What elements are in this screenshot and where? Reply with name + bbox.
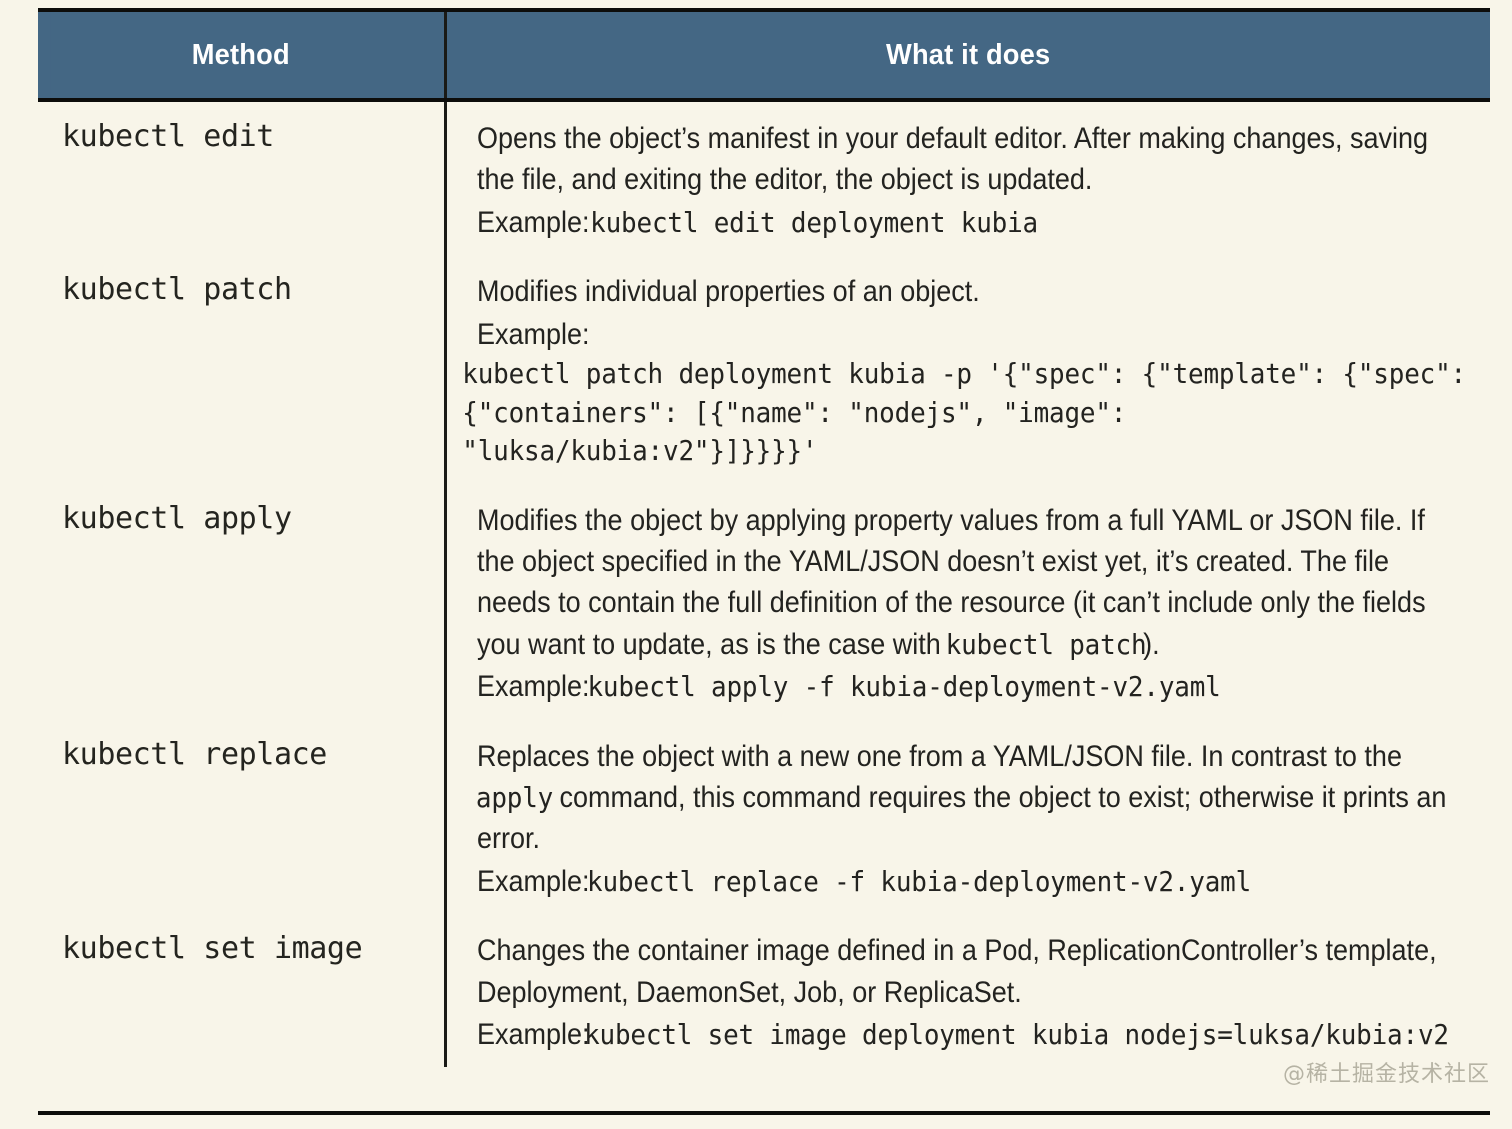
description-text: Modifies the object by applying property…	[477, 500, 1460, 708]
table-row: kubectl patch Modifies individual propert…	[38, 255, 1490, 484]
method-cell: kubectl patch	[38, 255, 447, 484]
example-label: Example:	[476, 670, 597, 704]
method-name: kubectl edit	[62, 119, 274, 154]
table-header: Method What it does	[38, 8, 1490, 102]
method-name: kubectl replace	[62, 736, 327, 772]
method-cell: kubectl apply	[38, 483, 447, 720]
text-run: Changes the container image defined in a…	[476, 934, 1437, 1009]
example-line: Example: kubectl patch deployment kubia …	[462, 314, 1466, 472]
inline-code: kubectl patch	[944, 627, 1146, 661]
description-cell: Replaces the object with a new one from …	[445, 719, 1490, 915]
description-cell: Changes the container image defined in a…	[445, 914, 1490, 1068]
example-line: Example: kubectl replace -f kubia-deploy…	[477, 861, 1460, 902]
description-line: Modifies the object by applying property…	[477, 500, 1460, 666]
method-name: kubectl apply	[62, 500, 292, 536]
kubectl-methods-table: Method What it does kubectl edit Opens th…	[38, 8, 1490, 1068]
text-run: Opens the object’s manifest in your defa…	[476, 122, 1428, 197]
table-row: kubectl set image Changes the container i…	[38, 914, 1490, 1068]
example-line: Example: kubectl edit deployment kubia	[477, 202, 1460, 243]
text-run: Modifies individual properties of an obj…	[476, 275, 980, 309]
description-cell: Opens the object’s manifest in your defa…	[445, 100, 1490, 256]
example-line: Example: kubectl apply -f kubia-deployme…	[477, 666, 1460, 707]
example-label: Example:	[476, 1017, 597, 1051]
example-line: Example: kubectl set image deployment ku…	[477, 1014, 1460, 1055]
text-run: Modifies the object by applying property…	[476, 503, 1426, 661]
table-row: kubectl replace Replaces the object with …	[38, 719, 1490, 915]
table-body: kubectl edit Opens the object’s manifest …	[38, 100, 1490, 1068]
text-run: command, this command requires the objec…	[476, 780, 1446, 856]
table-row: kubectl edit Opens the object’s manifest …	[38, 100, 1490, 256]
kubectl-methods-table-wrapper: Method What it does kubectl edit Opens th…	[38, 8, 1490, 1068]
description-cell: Modifies individual properties of an obj…	[445, 255, 1490, 484]
description-line: Opens the object’s manifest in your defa…	[477, 118, 1460, 201]
method-name: kubectl patch	[62, 272, 292, 308]
example-command: kubectl set image deployment kubia nodej…	[583, 1017, 1449, 1051]
method-cell: kubectl replace	[38, 719, 447, 915]
example-label: Example:	[476, 205, 597, 239]
text-run: Replaces the object with a new one from …	[476, 739, 1402, 773]
description-text: Opens the object’s manifest in your defa…	[477, 118, 1460, 243]
description-line: Changes the container image defined in a…	[477, 930, 1460, 1013]
example-label: Example:	[476, 317, 590, 351]
example-command: kubectl edit deployment kubia	[590, 205, 1038, 239]
method-cell: kubectl edit	[38, 100, 447, 256]
description-line: Modifies individual properties of an obj…	[477, 271, 1460, 312]
watermark: @稀土掘金技术社区	[1282, 1062, 1490, 1087]
description-cell: Modifies the object by applying property…	[445, 483, 1490, 720]
description-text: Replaces the object with a new one from …	[475, 736, 1460, 903]
example-command: kubectl patch deployment kubia -p '{"spe…	[461, 356, 1466, 468]
description-line: Replaces the object with a new one from …	[475, 736, 1460, 860]
description-text: Modifies individual properties of an obj…	[462, 271, 1466, 472]
table-bottom-rule	[38, 1111, 1490, 1115]
example-command: kubectl replace -f kubia-deployment-v2.y…	[586, 864, 1251, 898]
method-name: kubectl set image	[62, 931, 363, 967]
description-text: Changes the container image defined in a…	[477, 930, 1460, 1055]
table-header-row: Method What it does	[38, 8, 1490, 102]
column-header-method: Method	[50, 8, 435, 102]
example-command: kubectl apply -f kubia-deployment-v2.yam…	[587, 670, 1221, 704]
text-run: ).	[1142, 627, 1160, 661]
example-label: Example:	[476, 864, 597, 898]
inline-code: apply	[475, 780, 553, 814]
column-header-description: What it does	[476, 8, 1459, 102]
table-row: kubectl apply Modifies the object by appl…	[38, 483, 1490, 720]
method-cell: kubectl set image	[38, 914, 447, 1068]
